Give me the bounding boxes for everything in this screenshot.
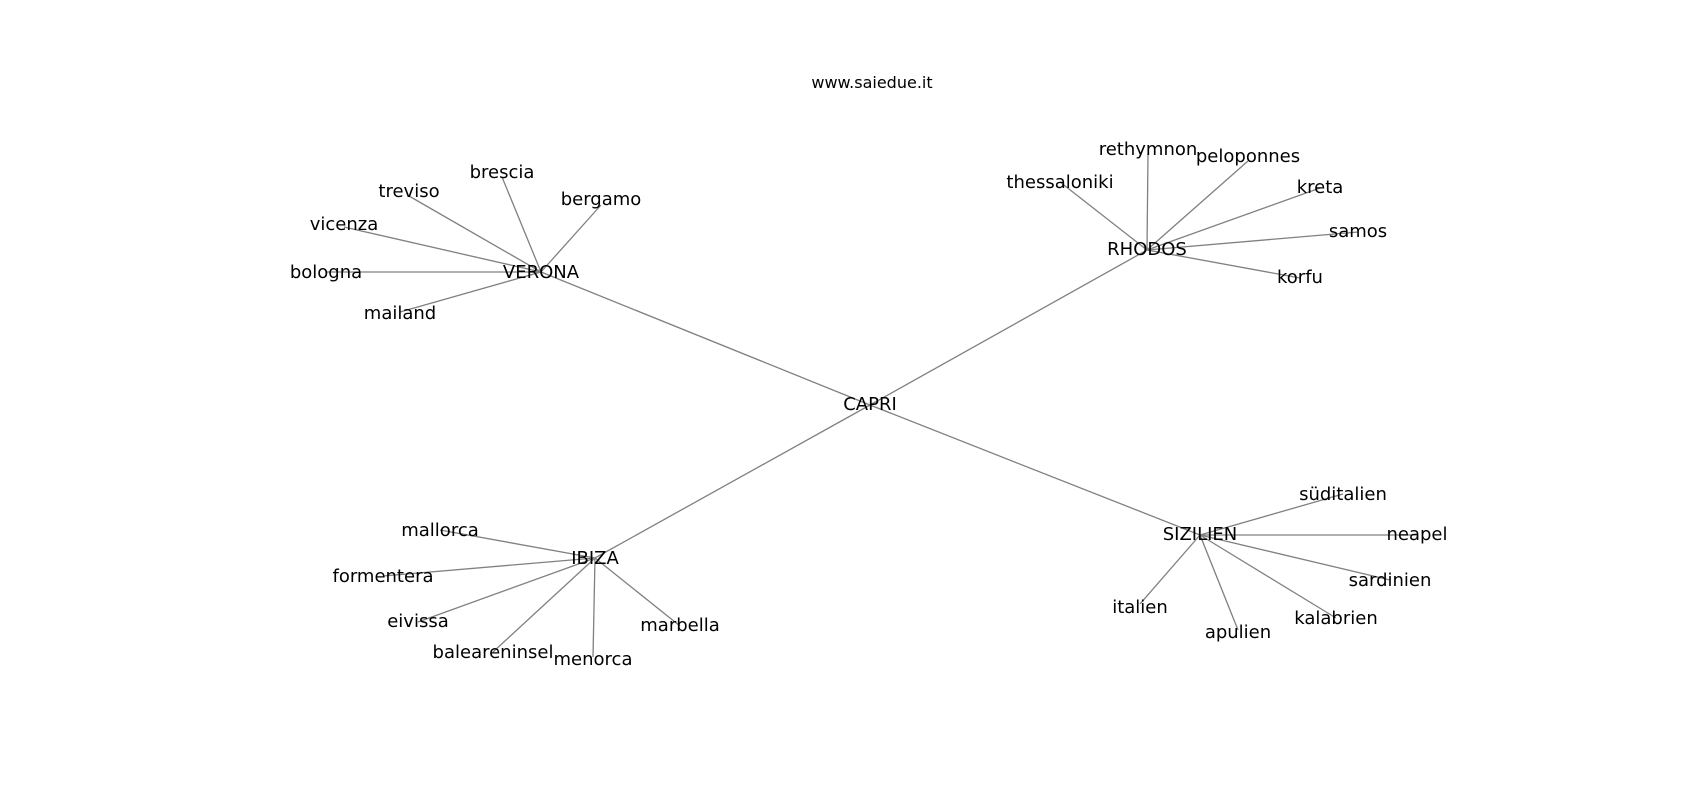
edge-rhodos-peloponnes (1146, 160, 1249, 251)
node-sueditalien: süditalien (1299, 484, 1387, 505)
edge-verona-treviso (408, 195, 542, 273)
edge-verona-bergamo (540, 204, 602, 273)
edge-sizilien-kalabrien (1199, 534, 1337, 619)
edge-capri-rhodos (869, 249, 1148, 406)
node-italien: italien (1112, 597, 1168, 618)
node-sardinien: sardinien (1349, 570, 1432, 591)
edge-capri-verona (540, 271, 871, 406)
node-ibiza: IBIZA (571, 548, 619, 569)
diagram-title: www.saiedue.it (811, 73, 932, 92)
node-mailand: mailand (364, 303, 436, 324)
node-bologna: bologna (290, 262, 362, 283)
node-thessaloniki: thessaloniki (1006, 172, 1113, 193)
edge-sizilien-italien (1139, 534, 1201, 605)
edge-capri-sizilien (869, 404, 1201, 536)
node-treviso: treviso (378, 181, 439, 202)
node-marbella: marbella (640, 615, 720, 636)
node-eivissa: eivissa (387, 611, 449, 632)
node-neapel: neapel (1386, 524, 1447, 545)
edge-verona-vicenza (343, 226, 542, 273)
node-bergamo: bergamo (561, 189, 642, 210)
edges-layer (326, 152, 1417, 658)
edge-ibiza-marbella (594, 557, 681, 627)
node-brescia: brescia (470, 162, 535, 183)
node-baleareninsel: baleareninsel (433, 642, 554, 663)
edge-ibiza-baleareninsel (492, 557, 596, 653)
edge-rhodos-kreta (1146, 187, 1321, 251)
node-rhodos: RHODOS (1107, 239, 1187, 260)
node-kreta: kreta (1297, 177, 1344, 198)
node-formentera: formentera (332, 566, 433, 587)
node-capri: CAPRI (843, 394, 897, 415)
node-apulien: apulien (1205, 622, 1271, 643)
node-mallorca: mallorca (401, 520, 479, 541)
node-rethymnon: rethymnon (1099, 139, 1198, 160)
edge-capri-ibiza (594, 404, 871, 559)
edge-verona-brescia (501, 176, 542, 273)
edge-sizilien-sardinien (1199, 534, 1391, 581)
edge-rhodos-rethymnon (1146, 152, 1149, 251)
edge-ibiza-formentera (382, 557, 596, 577)
edge-ibiza-eivissa (417, 557, 596, 623)
edge-ibiza-menorca (592, 557, 596, 658)
node-peloponnes: peloponnes (1196, 146, 1300, 167)
edge-verona-mailand (399, 271, 542, 313)
edge-rhodos-thessaloniki (1059, 181, 1148, 251)
node-sizilien: SIZILIEN (1163, 524, 1238, 545)
node-verona: VERONA (503, 262, 580, 283)
node-korfu: korfu (1277, 267, 1323, 288)
node-kalabrien: kalabrien (1294, 608, 1377, 629)
edge-rhodos-samos (1146, 231, 1359, 251)
edge-ibiza-mallorca (439, 529, 596, 559)
node-vicenza: vicenza (310, 214, 379, 235)
edge-sizilien-sueditalien (1199, 493, 1344, 536)
edge-rhodos-korfu (1146, 249, 1301, 279)
node-menorca: menorca (554, 649, 633, 670)
node-samos: samos (1329, 221, 1387, 242)
edge-sizilien-apulien (1199, 534, 1239, 631)
